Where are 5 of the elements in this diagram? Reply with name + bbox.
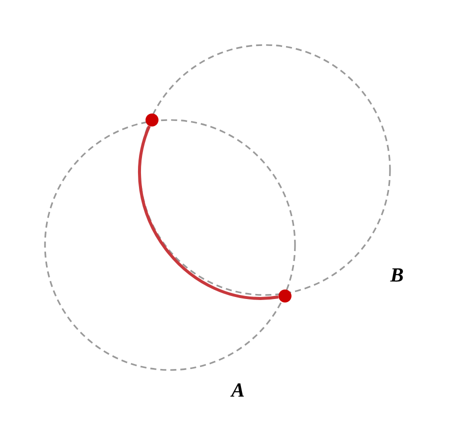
circle-label: A [230,383,244,397]
arc [138,126,278,300]
circle-label: B [390,268,403,282]
point-dot [278,290,292,302]
point-dot [146,114,158,126]
